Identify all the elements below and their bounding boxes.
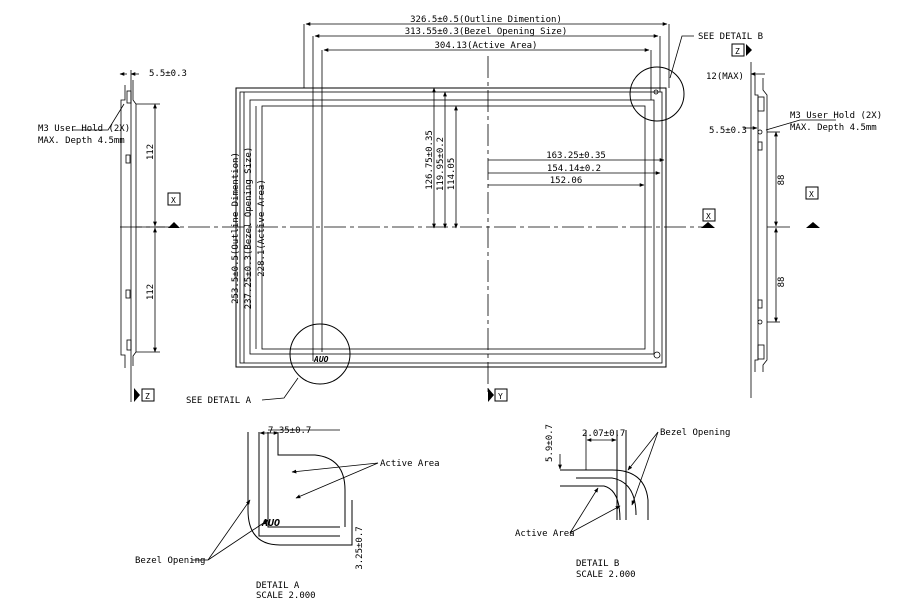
left-x-marker: [167, 192, 181, 228]
left-z-marker-label: Z: [145, 392, 150, 401]
active-area-rect: [261, 105, 646, 350]
detail-a-scale: SCALE 2.000: [256, 591, 316, 601]
right-x-marker-label: X: [809, 190, 814, 199]
left-side-view: [72, 70, 165, 402]
detail-b-title: DETAIL B: [576, 559, 619, 569]
detail-a-dim-top-label: 7.35±0.7: [268, 426, 311, 436]
active-area-h-label: 304.13(Active Area): [435, 41, 538, 51]
detail-a-dim-side-label: 3.25±0.7: [355, 526, 365, 569]
bezel-opening-v-label: 237.25±0.3(Bezel Opening Size): [244, 147, 254, 310]
detail-b-active-area-label: Active Area: [515, 529, 575, 539]
outline-dimension-h-label: 326.5±0.5(Outline Dimention): [410, 15, 562, 25]
front-y-marker: [488, 388, 508, 402]
detail-a-view: [192, 429, 379, 561]
half-active-v-label: 114.05: [447, 158, 457, 191]
left-hole-note-line2: MAX. Depth 4.5mm: [38, 136, 125, 146]
see-detail-b-label: SEE DETAIL B: [698, 32, 763, 42]
right-upper-dim-label: 88: [777, 175, 787, 186]
front-y-marker-label: Y: [498, 392, 503, 401]
right-hole-note-line1: M3 User Hold (2X): [790, 111, 882, 121]
half-active-h-label: 152.06: [550, 176, 583, 186]
bezel-opening-rect: [239, 91, 663, 364]
left-thickness-label: 5.5±0.3: [149, 69, 187, 79]
detail-a-logo: AUO: [261, 518, 280, 529]
outline-rect: [235, 87, 667, 368]
half-bezel-v-label: 119.95±0.2: [436, 137, 446, 191]
detail-a-active-area-label: Active Area: [380, 459, 440, 469]
right-thickness-label: 5.5±0.3: [709, 126, 747, 136]
left-z-marker: [134, 388, 155, 402]
detail-a-circle: [289, 323, 351, 385]
front-view: [120, 22, 712, 401]
see-detail-a-label: SEE DETAIL A: [186, 396, 252, 406]
detail-a-title: DETAIL A: [256, 581, 300, 591]
detail-b-bezel-opening-label: Bezel Opening: [660, 428, 730, 438]
detail-b-dim-side-label: 5.9±0.7: [545, 424, 555, 462]
right-side-view: [743, 62, 836, 398]
half-outline-v-label: 126.75±0.35: [425, 130, 435, 190]
left-hole-note-line1: M3 User Hold (2X): [38, 124, 130, 134]
detail-b-view: [558, 430, 659, 534]
front-x-marker: [701, 208, 716, 228]
right-lower-dim-label: 88: [777, 277, 787, 288]
left-x-marker-label: X: [171, 196, 176, 205]
front-x-marker-label: X: [706, 212, 711, 221]
half-outline-h-label: 163.25±0.35: [546, 151, 606, 161]
bezel-opening-h-label: 313.55±0.3(Bezel Opening Size): [405, 27, 568, 37]
right-z-marker-label: Z: [735, 47, 740, 56]
right-x-marker: [805, 186, 820, 228]
left-upper-dim-label: 112: [146, 144, 156, 160]
outline-dimension-v-label: 253.5±0.5(Outline Dimention): [231, 152, 241, 304]
front-logo-label: AUO: [313, 355, 329, 364]
detail-b-scale: SCALE 2.000: [576, 570, 636, 580]
detail-b-circle: [629, 66, 685, 122]
half-bezel-h-label: 154.14±0.2: [547, 164, 601, 174]
right-max-thickness-label: 12(MAX): [706, 72, 744, 82]
detail-b-dim-top-label: 2.07±0.7: [582, 429, 625, 439]
right-hole-note-line2: MAX. Depth 4.5mm: [790, 123, 877, 133]
left-lower-dim-label: 112: [146, 284, 156, 300]
right-z-marker: [731, 43, 752, 57]
active-area-v-label: 228.1(Active Area): [257, 179, 267, 277]
detail-a-bezel-opening-label: Bezel Opening: [135, 556, 205, 566]
